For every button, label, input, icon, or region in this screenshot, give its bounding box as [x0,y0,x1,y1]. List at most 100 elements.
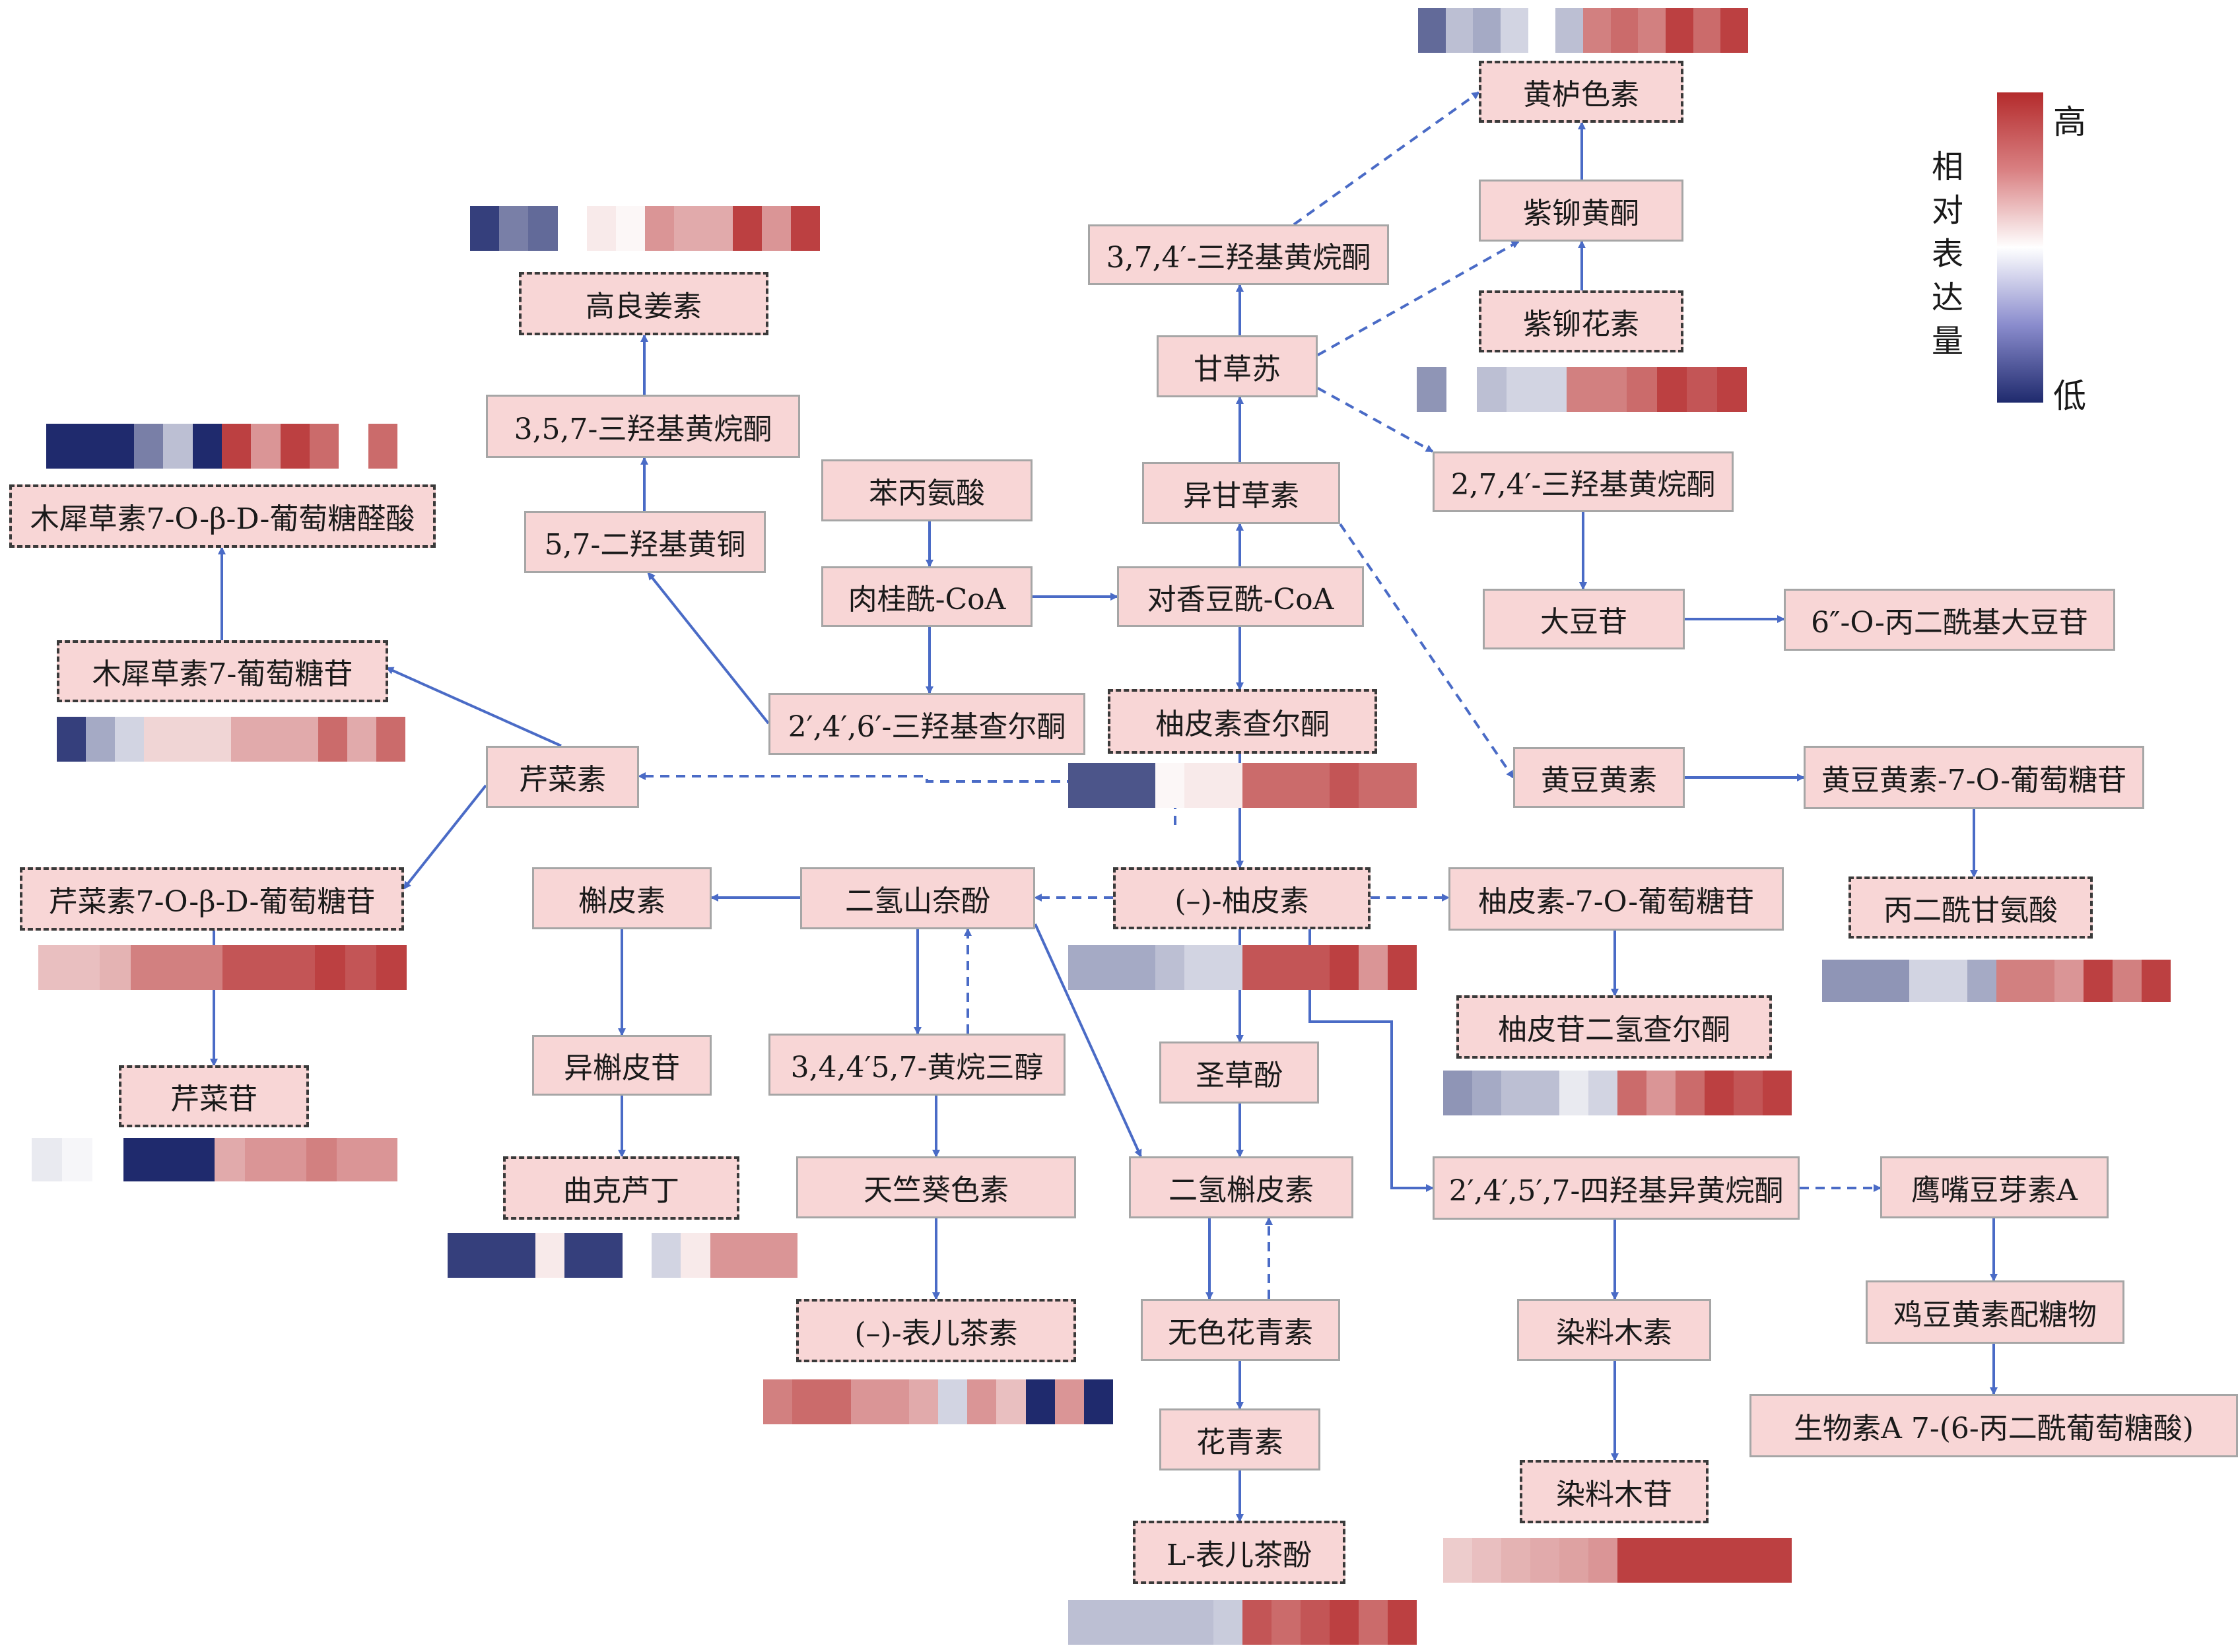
heatmap-cell [245,1138,276,1181]
heatmap-cell [1446,367,1477,412]
node-label: (–)-柚皮素 [1174,884,1309,918]
heatmap-cell [1588,1538,1617,1583]
heatmap-cell [1068,945,1097,990]
color-legend: 高 低 相对表达量 [1932,92,2132,415]
node-label: 6″-O-丙二酰基大豆苷 [1811,606,2088,640]
heatmap-cell [1528,8,1556,53]
heatmap-cell [1596,367,1627,412]
heatmap-cell [1938,960,1967,1002]
pathway-arrow-dashed [1317,387,1434,453]
heatmap-cell [1676,1538,1705,1583]
heatmap-cell [231,717,260,762]
heatmap-cell [1418,8,1446,53]
node-label: 2,7,4′-三羟基黄烷酮 [1450,468,1716,502]
node-label: 3,5,7-三羟基黄烷酮 [514,413,772,446]
heatmap-cell [996,1379,1026,1424]
node-youpigan-chalcone: 柚皮苷二氢查尔酮 [1456,995,1772,1059]
heatmap-cell [1666,8,1693,53]
heatmap-cell [284,945,315,990]
heatmap-cell [1068,763,1097,808]
heatmap-cell [645,206,675,251]
node-youpisu-glc: 柚皮素-7-O-葡萄糖苷 [1448,867,1784,931]
heatmap-cell [1763,1538,1792,1583]
heatmap-cell [115,717,144,762]
pathway-arrow [386,667,562,747]
heatmap-cell [1676,1071,1705,1115]
heatmap-cell [1330,763,1359,808]
heatmap-gaoliangjiangsu [470,206,821,251]
node-triOH357: 3,5,7-三羟基黄烷酮 [486,395,800,458]
heatmap-cell [1388,763,1417,808]
pathway-arrow [1034,923,1142,1158]
legend-low-label: 低 [2053,377,2086,415]
heatmap-cell [1097,1600,1126,1645]
node-ranliaomusu: 染料木素 [1517,1299,1711,1361]
node-huangdou-glc: 黄豆黄素-7-O-葡萄糖苷 [1804,746,2144,809]
node-label: 芹菜素 [519,763,606,797]
heatmap-cell [75,424,105,469]
heatmap-cell [1530,1071,1559,1115]
node-erqinghupisu: 二氢槲皮素 [1129,1156,1353,1218]
heatmap-cell [366,1138,398,1181]
heatmap-cell [289,717,318,762]
heatmap-cell [38,945,69,990]
heatmap-cell [470,206,500,251]
node-jidou: 鸡豆黄素配糖物 [1866,1280,2124,1344]
heatmap-cell [448,1233,477,1278]
node-label: 二氢山奈酚 [845,884,990,918]
heatmap-cell [2142,960,2171,1002]
heatmap-cell [314,945,345,990]
heatmap-cell [318,717,347,762]
heatmap-cell [1097,763,1126,808]
node-label: 鸡豆黄素配糖物 [1893,1298,2097,1332]
heatmap-cell [908,1379,939,1424]
node-label: 槲皮素 [578,884,665,918]
node-label: 5,7-二羟基黄铜 [544,528,746,562]
heatmap-cell [732,206,762,251]
heatmap-cell [376,945,407,990]
heatmap-cell [1610,8,1639,53]
heatmap-cell [564,1233,593,1278]
heatmap-L-biaoercha [1068,1600,1417,1645]
heatmap-cell [1501,1538,1530,1583]
heatmap-biaoercha [763,1379,1114,1424]
legend-gradient-bar [1997,92,2043,403]
heatmap-cell [1530,1538,1559,1583]
heatmap-cell [100,945,131,990]
heatmap-cell [1705,1071,1734,1115]
heatmap-cell [1909,960,1938,1002]
heatmap-cell [477,1233,506,1278]
heatmap-cell [1627,367,1657,412]
heatmap-cell [1555,8,1584,53]
heatmap-cell [123,1138,154,1181]
node-biaoercha: (–)-表儿茶素 [796,1299,1076,1362]
heatmap-cell [222,945,254,990]
node-gancaosu: 甘草苏 [1157,335,1318,397]
heatmap-cell [251,424,281,469]
node-gaoliangjiangsu: 高良姜素 [519,272,768,335]
node-yihupigan: 异槲皮苷 [532,1035,712,1096]
node-huangdouhuangsu: 黄豆黄素 [1513,747,1685,808]
heatmap-cell [1359,763,1388,808]
heatmap-cell [1588,1071,1617,1115]
heatmap-cell [2084,960,2113,1002]
node-zimaohuangtong: 紫铆黄酮 [1479,180,1683,242]
node-qukeluding: 曲克芦丁 [503,1156,739,1220]
heatmap-cell [1184,945,1213,990]
heatmap-cell [1473,8,1501,53]
heatmap-cell [1536,367,1567,412]
heatmap-cell [46,424,76,469]
node-label: 圣草酚 [1196,1059,1283,1092]
node-label: 柚皮素-7-O-葡萄糖苷 [1477,885,1755,919]
node-zimaohuasu: 紫铆花素 [1479,290,1683,352]
heatmap-cell [202,717,231,762]
node-label: 无色花青素 [1168,1316,1313,1350]
node-trihydroxychalcone: 2′,4′,6′-三羟基查尔酮 [768,693,1085,755]
node-flavanol: 3,4,4′5,7-黄烷三醇 [768,1034,1066,1096]
node-wusehuaqingsu: 无色花青素 [1141,1299,1340,1361]
heatmap-cell [1068,1600,1097,1645]
heatmap-cell [1693,8,1721,53]
heatmap-cell [253,945,284,990]
heatmap-cell [339,424,368,469]
